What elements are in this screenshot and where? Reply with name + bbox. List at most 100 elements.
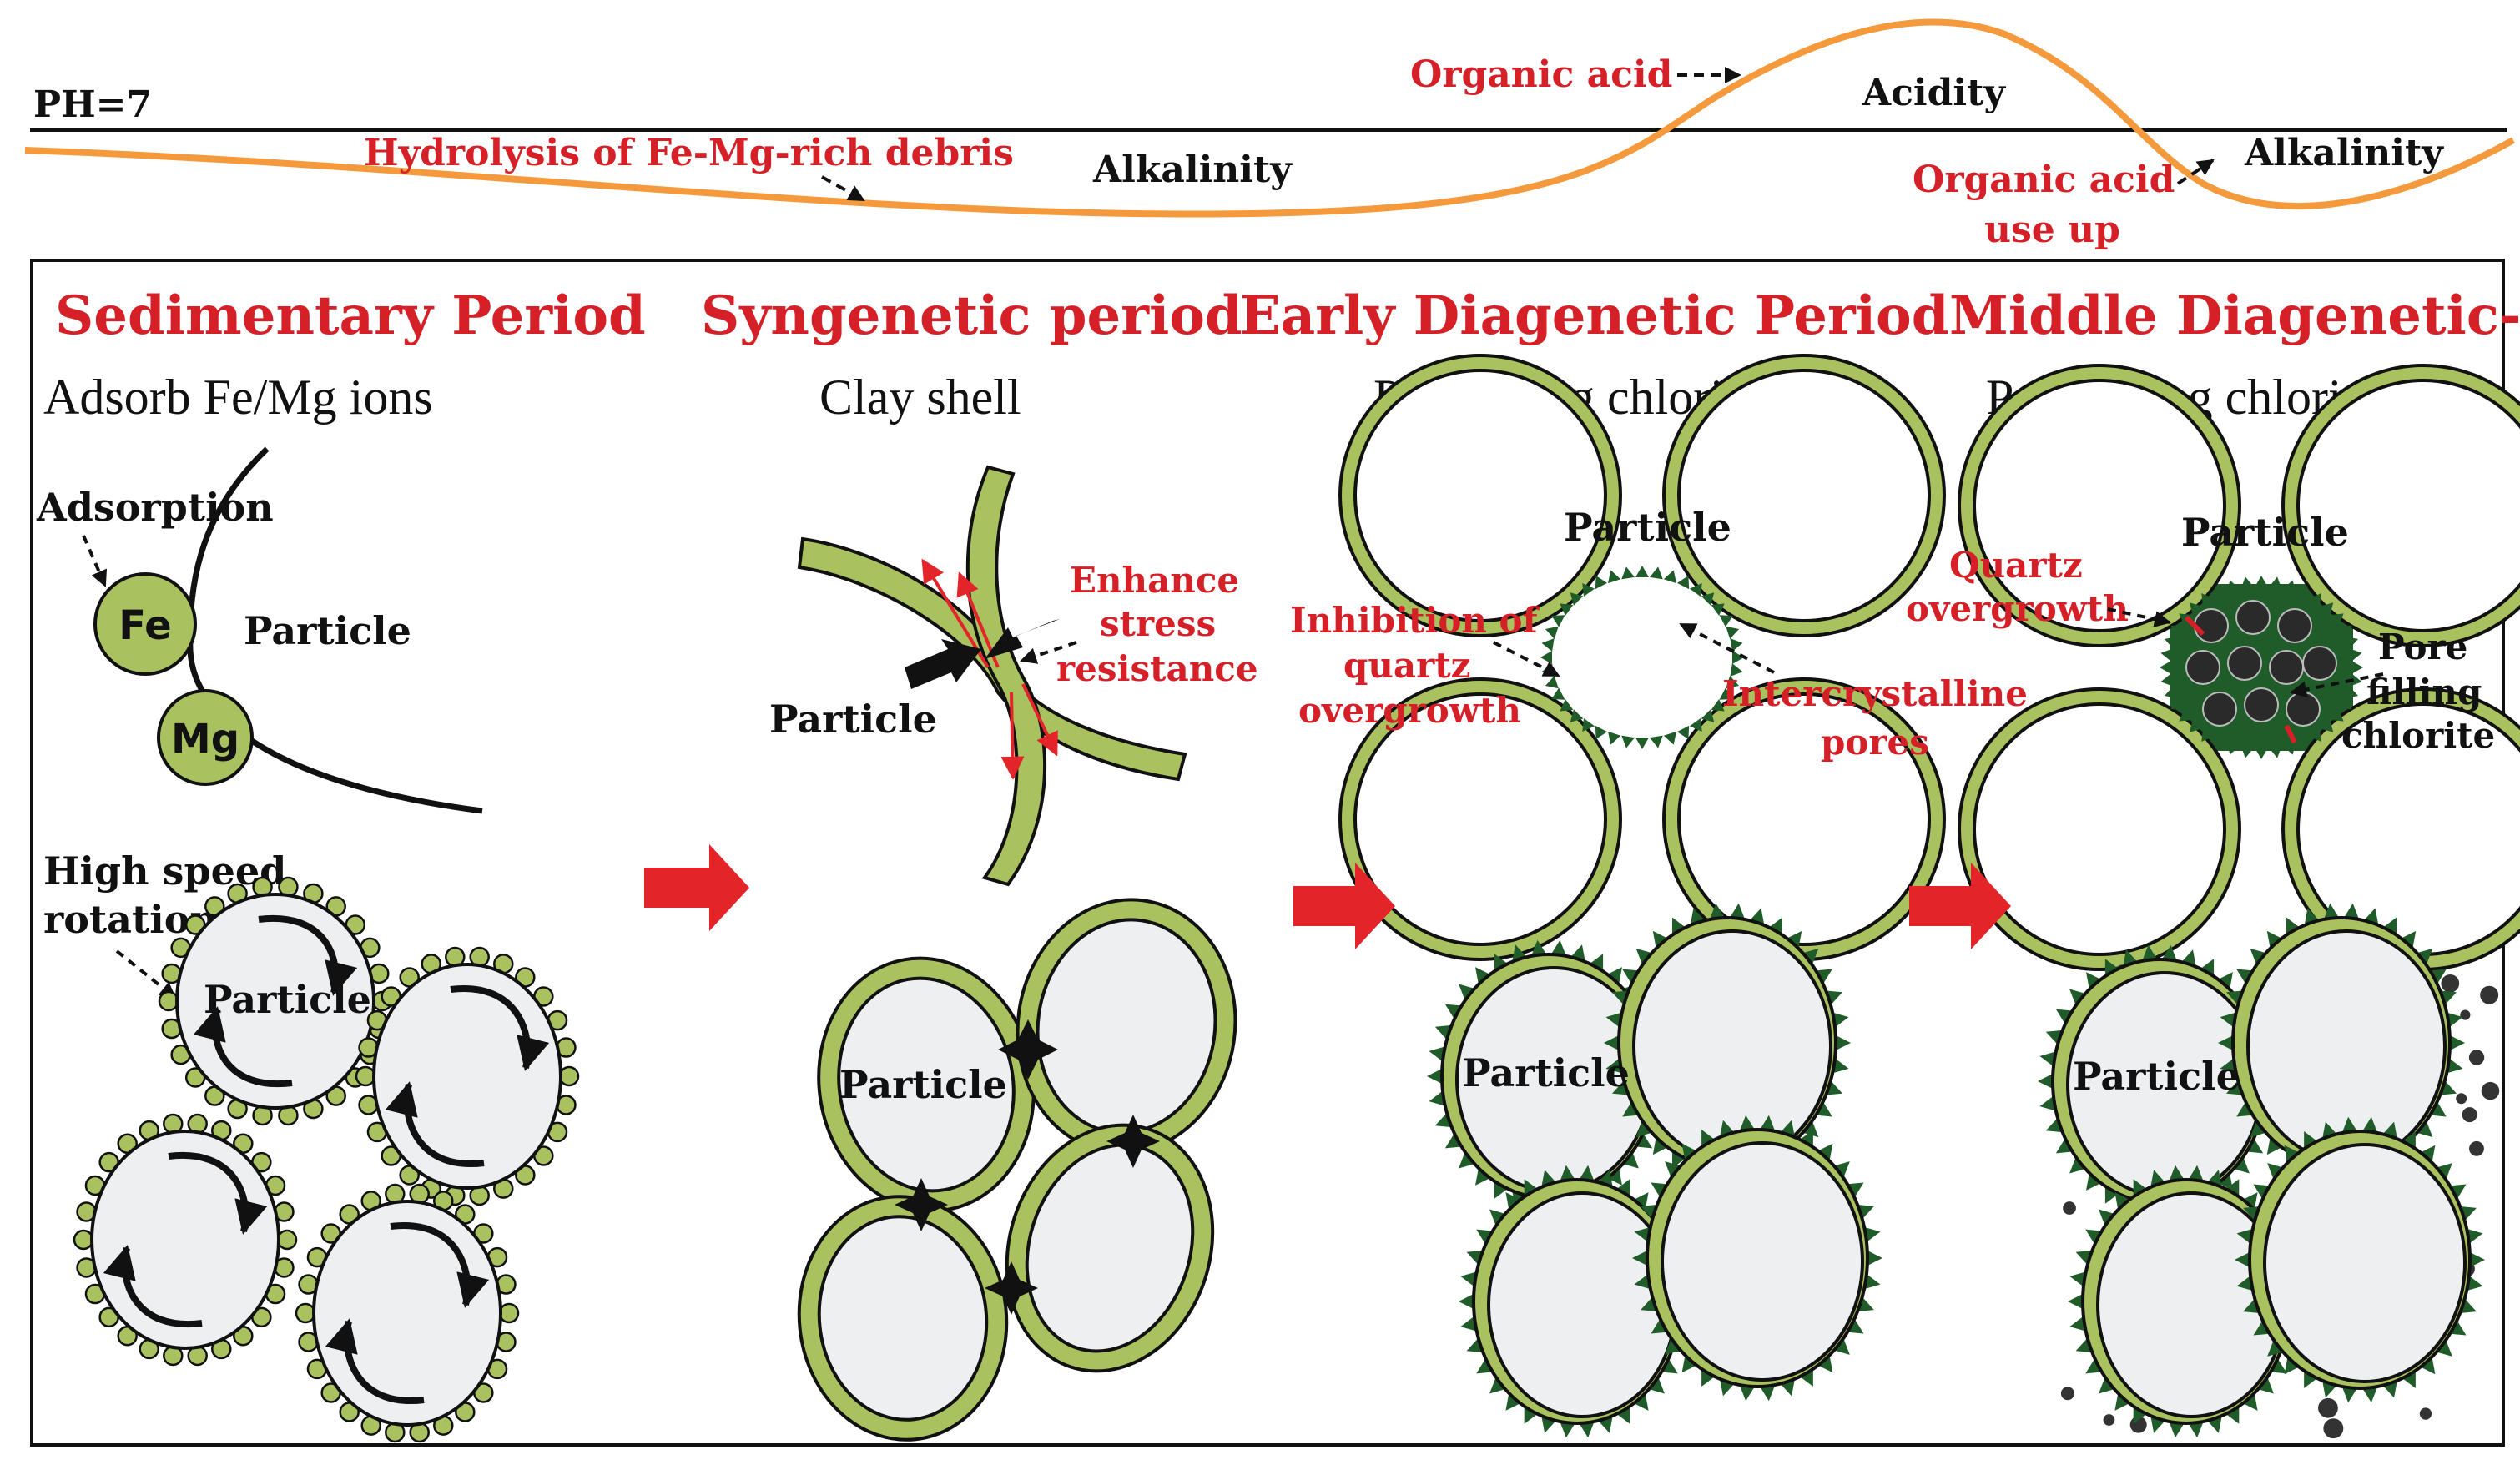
panel-subtitle: Clay shell <box>819 370 1021 425</box>
panel-sedimentary: Sedimentary Period Adsorb Fe/Mg ions Ads… <box>36 284 646 1442</box>
pore-label-1: Pore <box>2378 627 2467 667</box>
chlorite-aggregate <box>2441 974 2459 993</box>
chlorite-aggregate <box>2462 1107 2477 1122</box>
pore-filling-view <box>1959 365 2520 969</box>
high-speed-label-1: High speed <box>43 848 286 894</box>
chlorite-aggregate <box>2482 1082 2500 1100</box>
chlorite-aggregate <box>2303 647 2336 680</box>
mg-ion-label: Mg <box>171 716 239 763</box>
chlorite-aggregate <box>2480 986 2498 1004</box>
ion-bead <box>560 1067 578 1085</box>
particle-lower-label: Particle <box>839 1062 1007 1107</box>
pore-lining-cluster <box>1427 903 1882 1438</box>
chlorite-aggregate <box>2318 1398 2338 1418</box>
grain-core <box>1355 370 1605 621</box>
chlorite-aggregate <box>2469 1050 2484 1065</box>
chlorite-crystal <box>2255 748 2268 759</box>
chlorite-aggregate <box>2228 647 2261 680</box>
alkalinity-label-1: Alkalinity <box>1092 149 1293 191</box>
grain-core <box>1634 931 1831 1161</box>
alkalinity-label-2: Alkalinity <box>2244 132 2444 174</box>
stress-arrow-4 <box>1011 692 1013 778</box>
chlorite-crystal <box>1605 568 1621 583</box>
grain-core <box>1679 370 1929 621</box>
ion-bead <box>296 1304 315 1322</box>
ion-bead <box>74 1231 93 1249</box>
grain-core <box>1974 704 2225 954</box>
intercrystalline-pointer <box>1681 624 1774 672</box>
chlorite-aggregate <box>2469 1141 2484 1156</box>
grain-core <box>1662 1143 1862 1380</box>
intercrystalline-label-2: pores <box>1821 722 1929 763</box>
chlorite-crystal <box>1650 736 1665 749</box>
panel-title: Early Diagenetic Period <box>1240 284 1948 347</box>
chlorite-crystal <box>2160 661 2171 674</box>
chlorite-aggregate <box>2323 1418 2343 1438</box>
pore-label-3: chlorite <box>2341 715 2495 756</box>
adsorption-pointer <box>83 536 105 586</box>
ion-bead <box>500 1304 518 1322</box>
chlorite-aggregate <box>2203 692 2236 726</box>
particle-grain <box>92 1131 279 1348</box>
chlorite-aggregate <box>2270 651 2303 684</box>
quartz-label-1: Quartz <box>1949 545 2083 586</box>
quartz-label-2: overgrowth <box>1906 588 2129 629</box>
clay-shell-right <box>968 467 1045 884</box>
chlorite-aggregate <box>2186 651 2220 684</box>
panel-subtitle: Adsorb Fe/Mg ions <box>43 370 433 425</box>
fe-ion-label: Fe <box>118 602 171 649</box>
chlorite-crystal <box>1543 676 1558 692</box>
chlorite-aggregate <box>2420 1407 2432 1419</box>
ion-bead <box>356 1067 375 1085</box>
inhibition-label-1: Inhibition of <box>1290 600 1540 641</box>
use-up-label-1: Organic acid <box>1913 159 2175 201</box>
chlorite-crystal <box>1605 732 1621 747</box>
hydrolysis-label: Hydrolysis of Fe-Mg-rich debris <box>364 132 1014 174</box>
panel-title: Syngenetic period <box>701 284 1242 347</box>
chlorite-crystal <box>1635 566 1649 577</box>
chlorite-crystal <box>1543 622 1558 639</box>
enhance-label-3: resistance <box>1056 648 1258 689</box>
transition-arrow-1 <box>644 844 749 931</box>
particle-lower-label: Particle <box>1462 1050 1630 1095</box>
ph-label: PH=7 <box>33 83 152 126</box>
panel-title: Middle Diagenetic-B <box>1949 284 2520 347</box>
chlorite-aggregate <box>2063 1201 2076 1215</box>
particle-grain <box>314 1201 501 1425</box>
compression-arrow-left <box>905 639 981 689</box>
particle-label: Particle <box>1564 505 1731 550</box>
hydrolysis-pointer <box>822 177 864 200</box>
panel-title: Sedimentary Period <box>55 284 646 347</box>
chlorite-crystal <box>1726 622 1741 639</box>
chlorite-crystal <box>1664 732 1681 747</box>
shelled-particle-cluster <box>787 885 1251 1450</box>
ion-bead <box>159 992 178 1010</box>
chlorite-aggregate <box>2195 609 2228 642</box>
organic-acid-label: Organic acid <box>1410 53 1672 96</box>
rotating-particles <box>74 878 578 1442</box>
chlorite-crystal <box>1635 738 1649 749</box>
chlorite-crystal <box>1650 566 1665 579</box>
inhibition-label-2: quartz <box>1343 645 1471 686</box>
use-up-label-2: use up <box>1984 209 2120 251</box>
chlorite-aggregate <box>2286 692 2320 726</box>
ion-bead <box>278 1231 296 1249</box>
chlorite-crystal <box>2351 661 2363 674</box>
particle-label: Particle <box>244 608 411 653</box>
chlorite-crystal <box>1540 651 1552 664</box>
chlorite-aggregate <box>2278 609 2311 642</box>
panel-syngenetic: Syngenetic period Clay shell Enhance str… <box>701 284 1258 1450</box>
enhance-label-1: Enhance <box>1070 560 1239 601</box>
chlorite-aggregate <box>2104 1414 2115 1426</box>
chlorite-crystal <box>1540 637 1554 652</box>
chlorite-crystal <box>2255 576 2268 587</box>
panel-early-diagenetic: Early Diagenetic Period Pore lining chlo… <box>1240 284 2028 1438</box>
particle-label: Particle <box>769 697 937 742</box>
inhibition-label-3: overgrowth <box>1298 690 1521 731</box>
chlorite-crystal <box>1620 736 1635 749</box>
pore-filling-cluster <box>2038 903 2499 1438</box>
particle-lower-label: Particle <box>2073 1054 2240 1099</box>
chlorite-aggregate <box>2236 601 2270 634</box>
